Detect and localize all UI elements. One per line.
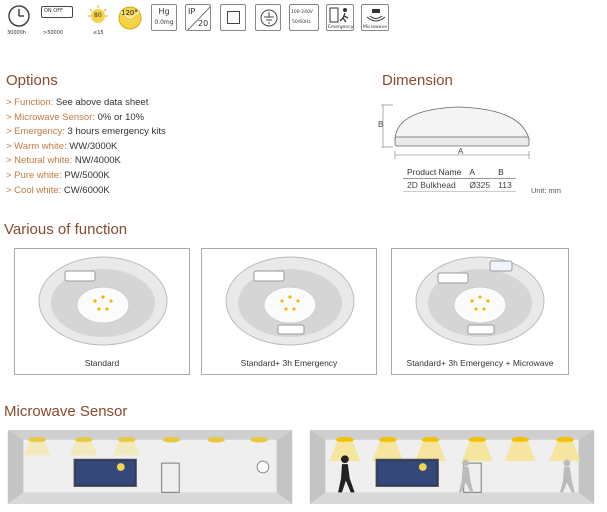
ra-value: 80: [94, 12, 102, 19]
microwave-caption: Microwave: [363, 25, 387, 30]
dimension-b-label: B: [378, 120, 384, 129]
mercury-value: 0.0mg: [154, 19, 174, 26]
beam-angle-icon: 120°: [117, 4, 143, 31]
table-row: 2D Bulkhead Ø325 113: [403, 178, 516, 192]
ip-label: IP: [188, 7, 196, 16]
table-header-row: Product Name A B: [403, 166, 516, 179]
dimension-a-label: A: [458, 147, 464, 156]
standard-fixture-image: [38, 256, 168, 346]
option-item: > Netural white: NW/4000K: [6, 155, 121, 167]
option-item: > Cool white: CW/6000K: [6, 184, 110, 196]
switch-cycles-caption: >50000: [43, 30, 64, 36]
function-card-label: Standard+ 3h Emergency: [240, 358, 338, 368]
table-cell: 113: [494, 178, 516, 192]
table-header: Product Name: [403, 166, 466, 179]
ceiling-light-dim: [28, 436, 268, 443]
function-card-standard: Standard: [14, 248, 190, 375]
table-header: B: [494, 166, 516, 179]
mercury-symbol: Hg: [158, 7, 170, 16]
voltage-icon: 100-240V 50/60Hz: [289, 4, 319, 31]
microwave-heading: Microwave Sensor: [4, 403, 128, 420]
emergency-exit-icon: Emergency: [326, 4, 354, 31]
room-occupied-illustration: [309, 430, 595, 504]
earth-ground-icon: [255, 4, 281, 31]
ip-rating-icon: IP 20: [185, 4, 211, 31]
function-card-emergency-microwave: Standard+ 3h Emergency + Microwave: [391, 248, 569, 375]
dimension-drawing: [381, 104, 530, 159]
option-item: > Function: See above data sheet: [6, 97, 149, 108]
room-empty-illustration: [7, 430, 293, 504]
option-item: > Emergency: 3 hours emergency kits: [6, 126, 166, 138]
ra-sun-icon: 80 ≤15: [85, 4, 111, 36]
emergency-fixture-image: [225, 256, 355, 346]
table-header: A: [465, 166, 495, 179]
voltage-range: 100-240V: [291, 10, 313, 15]
option-item: > Microwave Sensor: 0% or 10%: [6, 111, 145, 123]
lifetime-caption: 30000h: [7, 30, 27, 36]
ra-caption: ≤15: [93, 30, 104, 36]
option-item: > Warm white: WW/3000K: [6, 140, 118, 152]
mercury-icon: Hg 0.0mg: [151, 4, 177, 31]
function-card-label: Standard+ 3h Emergency + Microwave: [406, 358, 554, 368]
walking-person: [338, 455, 355, 493]
ip-value: 20: [198, 19, 209, 28]
dimension-unit: Unit: mm: [531, 186, 561, 195]
class-ii-icon: [220, 4, 246, 31]
beam-angle-value: 120°: [121, 9, 138, 17]
options-list: > Function: See above data sheet > Micro…: [6, 96, 166, 198]
emergency-microwave-fixture-image: [415, 256, 545, 346]
voltage-frequency: 50/60Hz: [292, 20, 311, 25]
function-card-emergency: Standard+ 3h Emergency: [201, 248, 377, 375]
table-cell: 2D Bulkhead: [403, 178, 466, 192]
options-heading: Options: [6, 72, 58, 89]
functions-heading: Various of function: [4, 221, 128, 238]
switch-cycles-icon: ON OFF >50000: [39, 4, 75, 36]
emergency-caption: Emergency: [328, 25, 354, 30]
switch-on-off-text: ON OFF: [44, 8, 63, 14]
dimension-table: Product Name A B 2D Bulkhead Ø325 113: [403, 166, 516, 192]
function-card-label: Standard: [84, 358, 120, 368]
option-item: > Pure white: PW/5000K: [6, 169, 110, 181]
dimension-heading: Dimension: [382, 72, 453, 89]
table-cell: Ø325: [465, 178, 495, 192]
microwave-sensor-icon: Microwave: [361, 4, 389, 31]
spec-icons-row: 30000h ON OFF >50000 80 ≤15 120° Hg 0.0m…: [5, 2, 605, 38]
lifetime-clock-icon: 30000h: [7, 4, 31, 36]
